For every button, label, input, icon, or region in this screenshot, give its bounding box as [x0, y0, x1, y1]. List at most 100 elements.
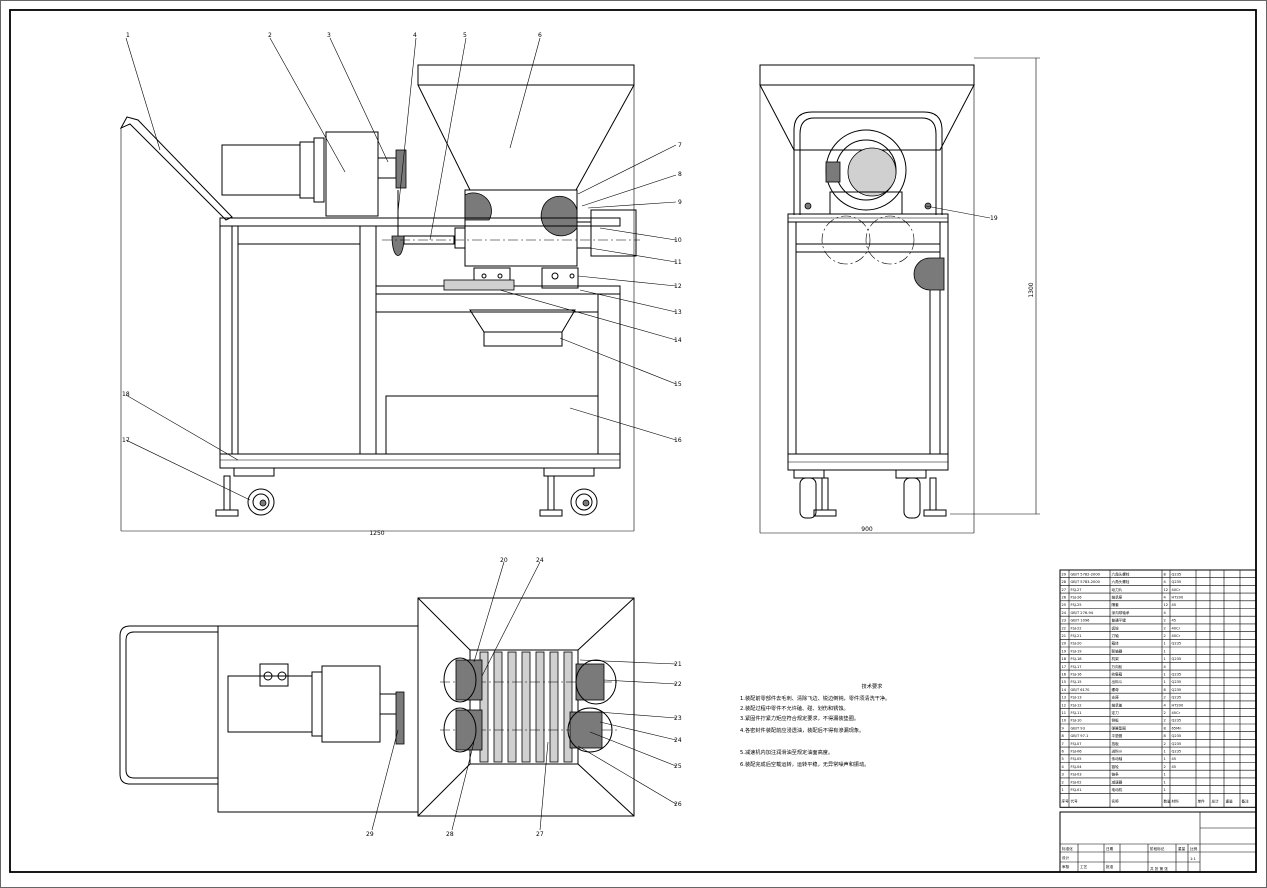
bom-cell-name: 支座 [1112, 695, 1120, 700]
tb-design: 设计 [1062, 855, 1070, 860]
bom-cell-qty: 1 [1164, 788, 1166, 792]
discharge-chute [469, 309, 576, 333]
balloon-6: 6 [538, 32, 542, 39]
balloon-12: 12 [674, 283, 682, 290]
bom-cell-no: 6 [1062, 750, 1065, 754]
bom-cell-name: 进料斗 [1112, 749, 1123, 754]
balloon-28: 28 [446, 831, 454, 838]
bom-cell-mat: 45 [1172, 619, 1177, 623]
bom-cell-mat: Q235 [1172, 734, 1182, 738]
bom-cell-name: 普通平键 [1112, 618, 1127, 623]
top-hopper [417, 597, 635, 817]
frame-top [219, 217, 621, 227]
bom-cell-mat: 40Cr [1172, 626, 1181, 630]
bom-header-code: 代号 [1071, 798, 1079, 803]
bom-cell-code: FSJ-17 [1071, 665, 1082, 669]
tb-approve: 批准 [1106, 864, 1114, 869]
bom-cell-qty: 12 [1164, 603, 1169, 607]
bom-cell-qty: 1 [1164, 757, 1166, 761]
bom-header-mat: 材料 [1172, 798, 1180, 803]
bom-cell-name: 链条 [1112, 772, 1120, 777]
bom-cell-qty: 1 [1164, 780, 1166, 784]
tb-scale: 1:1 [1190, 857, 1196, 861]
bom-cell-qty: 1 [1164, 657, 1166, 661]
bom-cell-name: 定刀 [1112, 710, 1120, 715]
technical-requirements: 技术要求 1.装配前零部件去毛刺、清除飞边、锐边倒钝，零件须清洗干净。 2.装配… [740, 682, 890, 768]
bom-cell-qty: 2 [1164, 696, 1166, 700]
bom-cell-qty: 4 [1164, 665, 1167, 669]
side-handle [793, 111, 943, 215]
bom-cell-no: 27 [1062, 588, 1067, 592]
drawing-frame [9, 9, 1257, 873]
bom-cell-code: FSJ-05 [1071, 757, 1082, 761]
bom-cell-no: 3 [1062, 773, 1064, 777]
top-motor [227, 675, 313, 733]
bom-cell-no: 29 [1062, 572, 1067, 576]
cutter-chamber [469, 649, 579, 765]
bom-cell-code: FSJ-21 [1071, 634, 1082, 638]
balloon-11: 11 [674, 259, 682, 266]
bom-cell-code: GB/T 5783-2000 [1071, 580, 1101, 584]
bom-cell-code: FSJ-13 [1071, 696, 1082, 700]
bom-cell-mat: Q235 [1172, 680, 1182, 684]
bom-cell-name: 螺母 [1112, 687, 1120, 692]
balloon-26: 26 [674, 801, 682, 808]
bom-cell-no: 18 [1062, 657, 1067, 661]
balloon-29: 29 [366, 831, 374, 838]
tb-check: 审核 [1062, 864, 1070, 869]
bom-cell-no: 23 [1062, 619, 1067, 623]
bom-cell-name: 联轴器 [1112, 648, 1123, 653]
side-hopper [759, 84, 975, 151]
bom-cell-qty: 2 [1164, 765, 1166, 769]
bom-cell-code: FSJ-19 [1071, 649, 1083, 653]
balloon-25: 25 [674, 763, 682, 770]
tb-date: 日期 [1106, 846, 1114, 851]
bom-cell-mat: Q235 [1172, 696, 1182, 700]
frame-base [219, 453, 621, 469]
bom-cell-no: 10 [1062, 719, 1067, 723]
bom-cell-no: 14 [1062, 688, 1067, 692]
side-view: 900 1300 [759, 57, 1040, 534]
bom-cell-qty: 1 [1164, 642, 1166, 646]
bom-cell-qty: 8 [1164, 688, 1167, 692]
motor [221, 144, 301, 196]
bom-cell-name: 六角头螺栓 [1112, 579, 1130, 584]
bom-cell-name: 侧板 [1112, 718, 1120, 723]
bom-cell-name: 深沟球轴承 [1112, 610, 1130, 615]
dim-side-height: 1300 [1028, 282, 1035, 297]
bom-cell-code: FSJ-10 [1071, 719, 1083, 723]
bom-header-weight: 重量 [1226, 798, 1234, 803]
bom-cell-no: 21 [1062, 634, 1067, 638]
feed-hopper [417, 64, 635, 191]
bom-cell-code: FSJ-16 [1071, 673, 1083, 677]
bom-cell-no: 24 [1062, 611, 1067, 615]
bom-cell-name: 传动轴 [1112, 756, 1123, 761]
bom-cell-code: FSJ-15 [1071, 680, 1082, 684]
balloon-7: 7 [678, 142, 682, 149]
lower-sprocket [391, 235, 405, 256]
balloon-9: 9 [678, 199, 682, 206]
drive-shaft [403, 235, 455, 245]
tech-req-3: 3.紧固件拧紧力矩应符合规定要求，不得漏装垫圈。 [740, 714, 859, 722]
bom-cell-qty: 1 [1164, 773, 1166, 777]
balloon-labels: 1 2 3 4 5 6 7 8 9 10 11 12 13 14 15 16 1… [122, 32, 998, 838]
bom-cell-name: 机架 [1112, 656, 1120, 661]
dim-side-width: 900 [861, 526, 873, 533]
bom-cell-code: FSJ-07 [1071, 742, 1082, 746]
balloon-5: 5 [463, 32, 467, 39]
bom-cell-mat: 45 [1172, 757, 1177, 761]
bom-cell-no: 7 [1062, 742, 1064, 746]
bom-cell-name: 平垫圈 [1112, 733, 1123, 738]
